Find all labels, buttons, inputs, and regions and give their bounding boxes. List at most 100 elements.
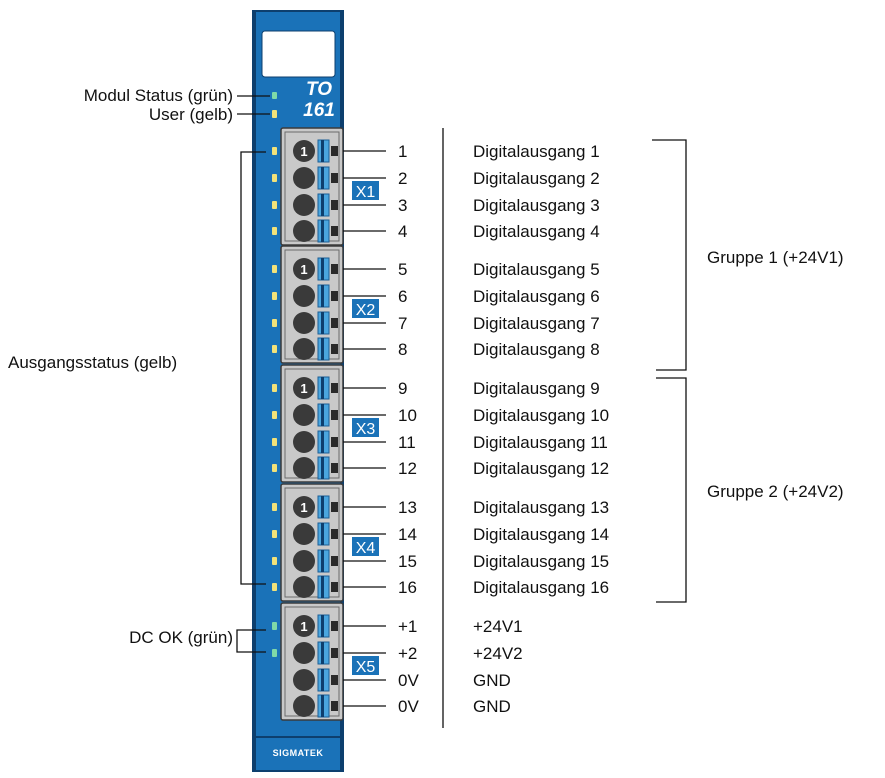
pin-function: Digitalausgang 3 <box>473 196 600 215</box>
output-status-led <box>272 411 277 419</box>
output-status-led <box>272 464 277 472</box>
pin1-marker: 1 <box>300 144 307 159</box>
module-status-label: Modul Status (grün) <box>84 86 233 105</box>
pin-number: 9 <box>398 379 407 398</box>
connector-label: X3 <box>356 421 376 438</box>
pin-number: 5 <box>398 260 407 279</box>
wire-opening <box>293 457 315 479</box>
wire-opening <box>293 285 315 307</box>
contact <box>331 648 338 658</box>
contact <box>331 502 338 512</box>
pin-number: 0V <box>398 697 419 716</box>
connector-x4: 1X4 <box>272 483 379 602</box>
clamp-slot <box>321 377 324 399</box>
wire-opening <box>293 312 315 334</box>
connector-label: X4 <box>356 540 376 557</box>
pin-function: +24V1 <box>473 617 523 636</box>
pin-function: Digitalausgang 14 <box>473 525 609 544</box>
wire-opening <box>293 695 315 717</box>
pin-number: 10 <box>398 406 417 425</box>
group2-bracket <box>656 377 687 603</box>
contact <box>331 226 338 236</box>
clamp-slot <box>321 576 324 598</box>
contact <box>331 173 338 183</box>
pin-number: 13 <box>398 498 417 517</box>
wire-opening <box>293 669 315 691</box>
pin-function: Digitalausgang 10 <box>473 406 609 425</box>
pin-function: Digitalausgang 13 <box>473 498 609 517</box>
clamp-slot <box>321 338 324 360</box>
pin-function: Digitalausgang 1 <box>473 142 600 161</box>
clamp-slot <box>321 695 324 717</box>
clamp-slot <box>321 167 324 189</box>
contact <box>331 146 338 156</box>
dc-ok-bracket <box>236 629 266 653</box>
pin-function: Digitalausgang 15 <box>473 552 609 571</box>
dc-ok-label: DC OK (grün) <box>129 628 233 647</box>
output-status-led <box>272 201 277 209</box>
user-label: User (gelb) <box>149 105 233 124</box>
module-title-line1: TO <box>306 79 332 100</box>
wire-opening <box>293 550 315 572</box>
pin-function: Digitalausgang 7 <box>473 314 600 333</box>
wire-opening <box>293 496 315 518</box>
output-status-led <box>272 384 277 392</box>
connector-x5: 1X5 <box>272 602 379 721</box>
wire-opening <box>293 576 315 598</box>
wire-opening <box>293 338 315 360</box>
pin-function: Digitalausgang 9 <box>473 379 600 398</box>
contact <box>331 200 338 210</box>
pin-number: 0V <box>398 671 419 690</box>
contact <box>331 291 338 301</box>
wire-opening <box>293 140 315 162</box>
output-status-led <box>272 345 277 353</box>
connector-x1: 1X1 <box>272 127 379 246</box>
pin-number: 8 <box>398 340 407 359</box>
output-status-led <box>272 174 277 182</box>
connector-label: X1 <box>356 184 376 201</box>
wire-opening <box>293 642 315 664</box>
output-status-led <box>272 557 277 565</box>
pin-number: 2 <box>398 169 407 188</box>
connector-label-badge <box>352 537 379 556</box>
terminal-inner-frame <box>284 249 340 360</box>
clamp-slot <box>321 312 324 334</box>
pin-function: Digitalausgang 11 <box>473 433 608 452</box>
wire-opening <box>293 377 315 399</box>
group2-label: Gruppe 2 (+24V2) <box>707 482 844 501</box>
clamp-slot <box>321 496 324 518</box>
pin1-marker: 1 <box>300 262 307 277</box>
output-status-led <box>272 438 277 446</box>
pin-function: Digitalausgang 2 <box>473 169 600 188</box>
module-status-led <box>272 92 277 99</box>
clamp-slot <box>321 523 324 545</box>
pin-function: Digitalausgang 4 <box>473 222 600 241</box>
clamp-slot <box>321 431 324 453</box>
pin-number: 4 <box>398 222 407 241</box>
wire-opening <box>293 194 315 216</box>
pin-function: Digitalausgang 16 <box>473 578 609 597</box>
label-window <box>261 30 336 78</box>
contact <box>331 463 338 473</box>
contact <box>331 582 338 592</box>
pin-function: Digitalausgang 5 <box>473 260 600 279</box>
clamp-slot <box>321 194 324 216</box>
connector-label-badge <box>352 299 379 318</box>
pin-number: 16 <box>398 578 417 597</box>
clamp-slot <box>321 220 324 242</box>
wire-opening <box>293 615 315 637</box>
output-status-led <box>272 530 277 538</box>
contact <box>331 437 338 447</box>
terminal-inner-frame <box>284 368 340 479</box>
output-status-led <box>272 147 277 155</box>
clamp-slot <box>321 285 324 307</box>
output-status-bracket <box>240 151 266 585</box>
contact <box>331 318 338 328</box>
terminal-inner-frame <box>284 606 340 717</box>
pin-function: Digitalausgang 12 <box>473 459 609 478</box>
connector-label-badge <box>352 181 379 200</box>
brand-logo: SIGMATEK <box>273 748 324 758</box>
output-status-led <box>272 292 277 300</box>
wire-opening <box>293 404 315 426</box>
contact <box>331 344 338 354</box>
